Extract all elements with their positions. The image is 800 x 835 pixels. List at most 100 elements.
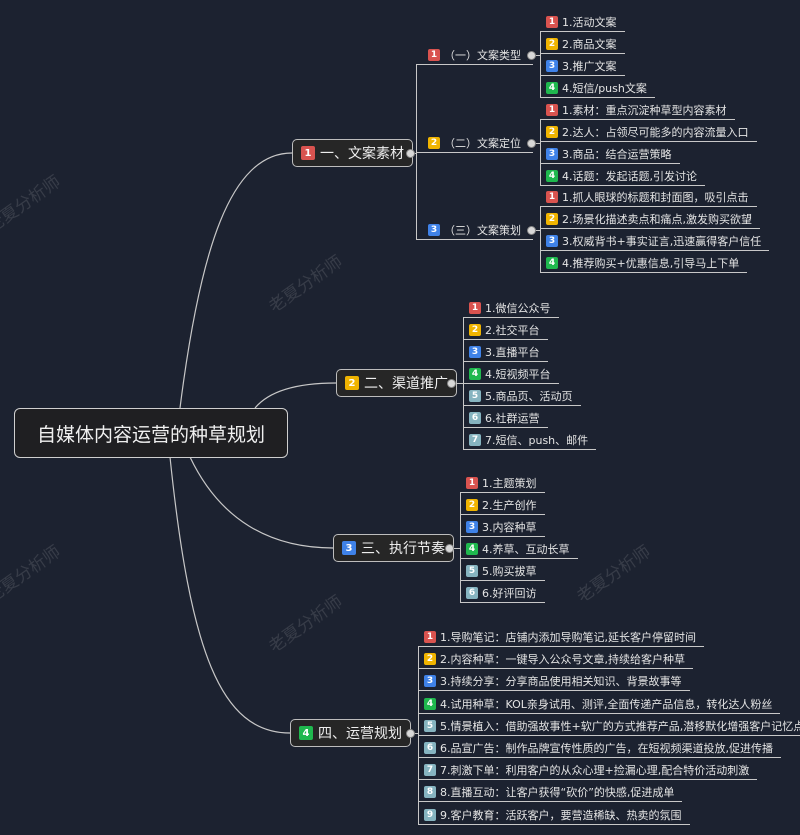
bracket-line xyxy=(418,647,419,825)
branch-node-2[interactable]: 2 二、渠道推广 xyxy=(336,369,457,397)
connector-branch-1 xyxy=(179,152,293,409)
priority-4-icon: 4 xyxy=(299,726,313,740)
node-label: 8.直播互动：让客户获得“砍价”的快感,促进成单 xyxy=(440,785,675,799)
node-label: 4.推荐购买+优惠信息,引导马上下单 xyxy=(562,256,740,270)
connector-branch-4 xyxy=(169,456,291,734)
node-label: 3.推广文案 xyxy=(562,59,617,73)
subtopic-node[interactable]: 1（一）文案类型 xyxy=(416,45,533,65)
node-label: 2.内容种草：一键导入公众号文章,持续给客户种草 xyxy=(440,652,685,666)
topic-item[interactable]: 4 4.话题：发起话题,引发讨论 xyxy=(540,166,705,186)
topic-item[interactable]: 5 5.商品页、活动页 xyxy=(463,386,581,406)
bracket-connector xyxy=(451,383,463,384)
priority-2-icon: 2 xyxy=(345,376,359,390)
priority-1-icon: 1 xyxy=(466,476,478,489)
node-label: 1.素材：重点沉淀种草型内容素材 xyxy=(562,103,727,117)
priority-2-icon: 2 xyxy=(466,498,478,511)
priority-5-icon: 5 xyxy=(469,389,481,402)
node-label: 6.品宣广告：制作品牌宣传性质的广告，在短视频渠道投放,促进传播 xyxy=(440,741,773,755)
priority-1-icon: 1 xyxy=(546,15,558,28)
priority-2-icon: 2 xyxy=(469,323,481,336)
node-label: 6.社群运营 xyxy=(485,411,540,425)
bracket-line xyxy=(460,493,461,603)
collapse-toggle[interactable] xyxy=(527,51,536,60)
collapse-toggle[interactable] xyxy=(445,544,454,553)
node-label: 9.客户教育：活跃客户，要营造稀缺、热卖的氛围 xyxy=(440,808,682,822)
bracket-line xyxy=(540,207,541,273)
collapse-toggle[interactable] xyxy=(406,149,415,158)
node-label: 1.抓人眼球的标题和封面图，吸引点击 xyxy=(562,190,749,204)
topic-item[interactable]: 4 4.短信/push文案 xyxy=(540,78,655,98)
priority-4-icon: 4 xyxy=(546,169,558,182)
topic-item[interactable]: 1 1.抓人眼球的标题和封面图，吸引点击 xyxy=(540,187,757,207)
priority-7-icon: 7 xyxy=(424,763,436,776)
priority-4-icon: 4 xyxy=(546,81,558,94)
collapse-toggle[interactable] xyxy=(527,226,536,235)
node-label: 二、渠道推广 xyxy=(364,376,448,392)
node-label: 3.内容种草 xyxy=(482,520,537,534)
topic-item[interactable]: 7 7.刺激下单：利用客户的从众心理+捡漏心理,配合特价活动刺激 xyxy=(418,760,758,780)
priority-3-icon: 3 xyxy=(546,234,558,247)
node-label: 5.商品页、活动页 xyxy=(485,389,573,403)
node-label: 7.刺激下单：利用客户的从众心理+捡漏心理,配合特价活动刺激 xyxy=(440,763,750,777)
branch-node-4[interactable]: 4 四、运营规划 xyxy=(290,719,411,747)
priority-7-icon: 7 xyxy=(469,433,481,446)
priority-1-icon: 1 xyxy=(469,301,481,314)
topic-item[interactable]: 1 1.活动文案 xyxy=(540,12,625,32)
root-node[interactable]: 自媒体内容运营的种草规划 xyxy=(14,408,288,458)
priority-1-icon: 1 xyxy=(546,103,558,116)
priority-2-icon: 2 xyxy=(546,125,558,138)
topic-item[interactable]: 1 1.素材：重点沉淀种草型内容素材 xyxy=(540,100,735,120)
node-label: 1.活动文案 xyxy=(562,15,617,29)
priority-3-icon: 3 xyxy=(428,223,440,236)
node-label: 4.养草、互动长草 xyxy=(482,542,570,556)
collapse-toggle[interactable] xyxy=(527,139,536,148)
subtopic-node[interactable]: 3（三）文案策划 xyxy=(416,220,533,240)
collapse-toggle[interactable] xyxy=(447,379,456,388)
node-label: 四、运营规划 xyxy=(318,726,402,742)
collapse-toggle[interactable] xyxy=(406,729,415,738)
priority-8-icon: 8 xyxy=(424,785,436,798)
node-label: （二）文案定位 xyxy=(444,136,521,150)
topic-item[interactable]: 8 8.直播互动：让客户获得“砍价”的快感,促进成单 xyxy=(418,782,683,802)
bracket-line xyxy=(540,120,541,186)
priority-5-icon: 5 xyxy=(466,564,478,577)
node-label: 4.话题：发起话题,引发讨论 xyxy=(562,169,697,183)
node-label: 4.短信/push文案 xyxy=(562,81,647,95)
topic-item[interactable]: 1 1.主题策划 xyxy=(460,473,545,493)
subtopic-node[interactable]: 2 （二）文案定位 xyxy=(416,133,533,153)
node-label: 1.主题策划 xyxy=(482,476,537,490)
priority-2-icon: 2 xyxy=(428,136,440,149)
node-label: 一、文案素材 xyxy=(320,146,404,162)
priority-1-icon: 1 xyxy=(546,190,558,203)
priority-5-icon: 5 xyxy=(424,719,436,732)
priority-2-icon: 2 xyxy=(546,37,558,50)
priority-3-icon: 3 xyxy=(342,541,356,555)
